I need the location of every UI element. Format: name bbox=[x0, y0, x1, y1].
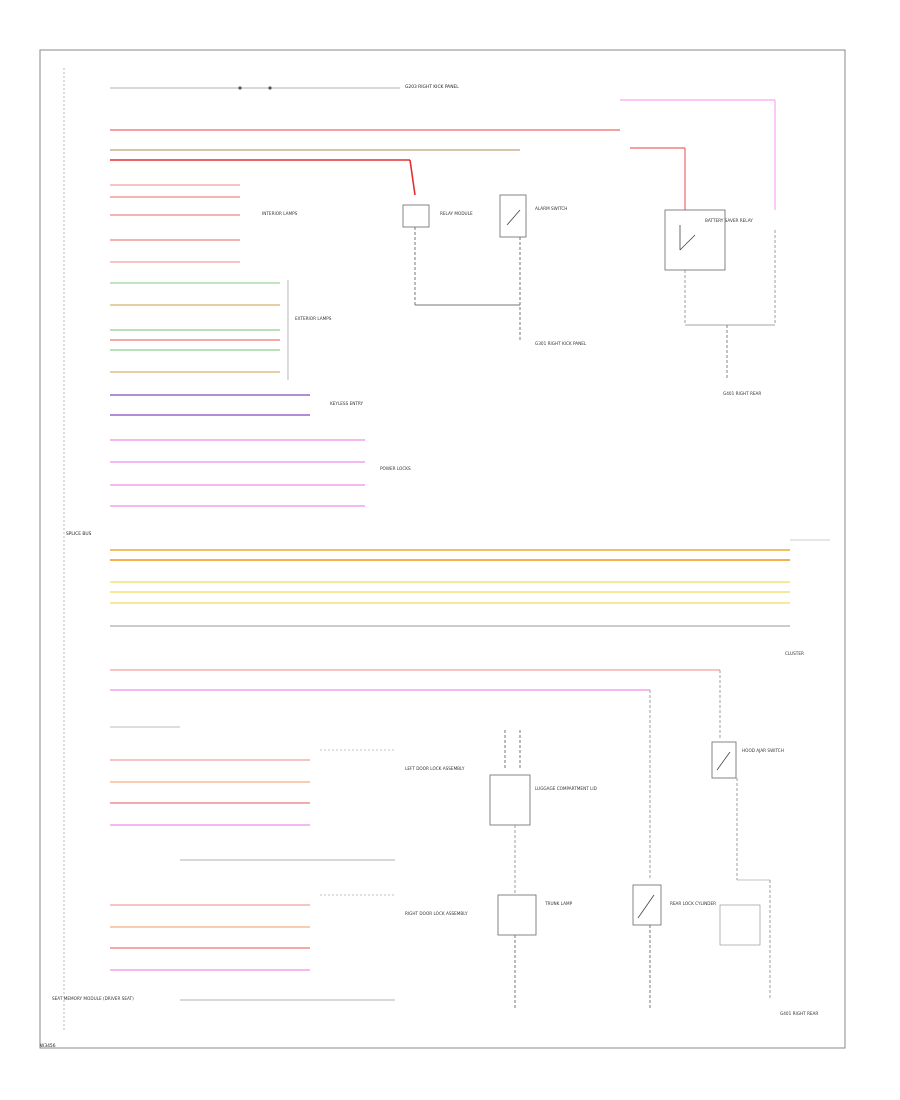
alarm-switch-label: ALARM SWITCH bbox=[535, 206, 567, 211]
hood-label: HOOD AJAR SWITCH bbox=[742, 748, 784, 753]
battery-saver-label: BATTERY SAVER RELAY bbox=[705, 218, 753, 223]
top-splice-2 bbox=[268, 86, 272, 90]
diagram-frame bbox=[39, 49, 846, 1049]
power-locks-wires bbox=[110, 439, 365, 507]
right-door-label: RIGHT DOOR LOCK ASSEMBLY bbox=[405, 911, 468, 916]
top-splice bbox=[238, 86, 242, 90]
relay-module-label: RELAY MODULE bbox=[440, 211, 473, 216]
exterior-lamps-label: EXTERIOR LAMPS bbox=[295, 316, 332, 321]
ground-right-top: G401 RIGHT REAR bbox=[723, 391, 761, 396]
luggage-box bbox=[489, 774, 531, 826]
top-ground-label: G203 RIGHT KICK PANEL bbox=[405, 84, 459, 90]
rear-lock-label: REAR LOCK CYLINDER bbox=[670, 901, 716, 906]
ground-mid-top: G301 RIGHT KICK PANEL bbox=[535, 341, 587, 346]
luggage-label: LUGGAGE COMPARTMENT LID bbox=[535, 786, 597, 791]
left-door-label: LEFT DOOR LOCK ASSEMBLY bbox=[405, 766, 465, 771]
interior-lamps-wires bbox=[110, 184, 240, 263]
trunk-label: TRUNK LAMP bbox=[544, 901, 573, 906]
left-door-wires bbox=[110, 759, 310, 826]
cluster-label: CLUSTER bbox=[785, 651, 804, 656]
battery-saver-relay-box bbox=[664, 209, 726, 271]
trunk-lamp-box bbox=[497, 894, 537, 936]
splice-bus-label: SPLICE BUS bbox=[66, 531, 92, 537]
power-locks-label: POWER LOCKS bbox=[380, 466, 411, 471]
interior-lamps-label: INTERIOR LAMPS bbox=[262, 211, 298, 216]
footer-code: W3456 bbox=[40, 1043, 56, 1049]
seat-memory-label: SEAT MEMORY MODULE (DRIVER SEAT) bbox=[52, 996, 134, 1001]
keyless-label: KEYLESS ENTRY bbox=[330, 401, 364, 406]
main-bus bbox=[110, 549, 790, 627]
ground-right-bottom: G401 RIGHT REAR bbox=[780, 1011, 818, 1016]
right-door-wires bbox=[110, 904, 310, 971]
feed-wire-red2b bbox=[409, 159, 416, 196]
alarm-switch-box bbox=[499, 194, 527, 238]
relay-module-box bbox=[402, 204, 430, 228]
exterior-lamps-wires bbox=[110, 282, 280, 373]
